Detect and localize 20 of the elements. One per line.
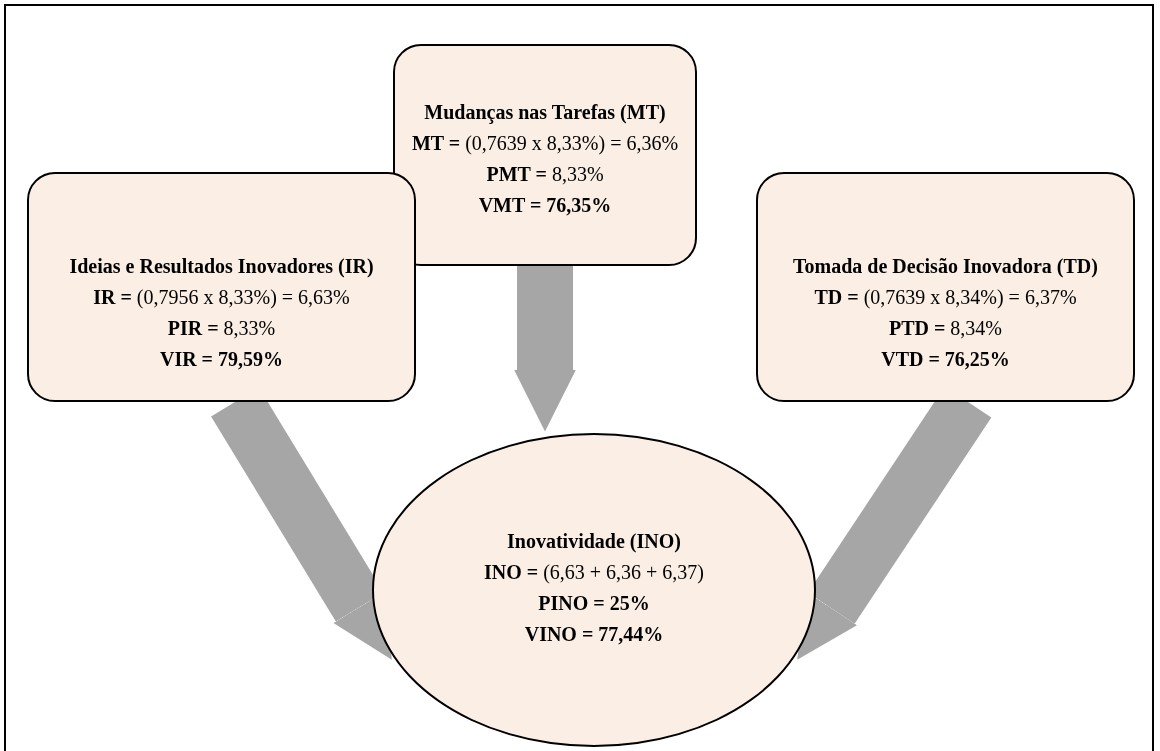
node-heading: Inovatividade (INO) [507,529,681,554]
formula-text: VIR = 79,59% [159,347,284,372]
formula-text: IR = (0,7956 x 8,33%) = 6,63% [93,285,350,310]
node-heading: Mudanças nas Tarefas (MT) [424,100,666,125]
node-heading: Ideias e Resultados Inovadores (IR) [69,254,374,279]
process-box [27,172,416,402]
formula-text: VINO = 77,44% [524,622,664,647]
formula-text: PINO = 25% [538,591,650,616]
formula-text: TD = (0,7639 x 8,34%) = 6,37% [814,285,1077,310]
formula-text: VMT = 76,35% [478,193,612,218]
process-box [756,172,1135,402]
formula-text: PTD = 8,34% [888,316,1003,341]
process-box [393,44,697,266]
block-arrow [514,266,576,432]
formula-text: MT = (0,7639 x 8,33%) = 6,36% [411,131,679,156]
formula-text: PIR = 8,33% [167,316,276,341]
formula-text: PMT = 8,33% [486,162,604,187]
node-heading: Tomada de Decisão Inovadora (TD) [793,254,1098,279]
formula-text: INO = (6,63 + 6,36 + 6,37) [483,560,705,585]
formula-text: VTD = 76,25% [881,347,1010,372]
